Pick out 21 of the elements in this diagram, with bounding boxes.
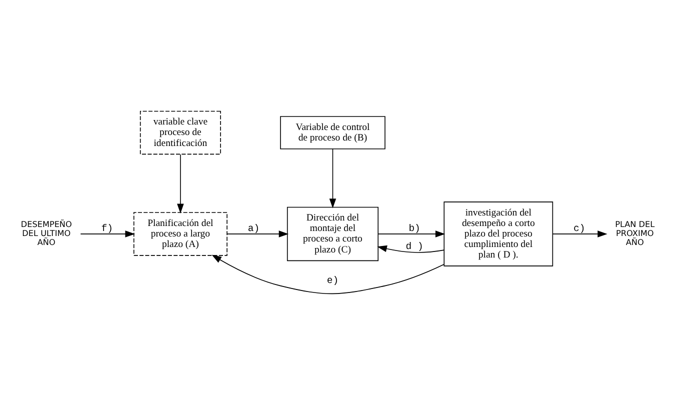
arrow (226, 230, 289, 237)
edge-label: b) (408, 222, 420, 234)
edge-label: e) (326, 274, 339, 286)
edge-label: a) (248, 222, 260, 234)
arrow (552, 230, 608, 237)
node-text: DESEMPEÑO DEL ULTIMO AÑO (20, 218, 72, 246)
arrow (329, 148, 336, 208)
edge-label: c) (574, 222, 586, 234)
arrow (80, 230, 135, 237)
node-box: Variable de control de proceso de (B) (280, 116, 386, 149)
node-box: Planificación del proceso a largo plazo (A) (133, 212, 228, 256)
node-box: Dirección del montaje del proceso a corto plazo (C) (286, 206, 378, 261)
edge-label: d ) (406, 240, 424, 252)
edge-label: f) (101, 222, 113, 234)
node-box: variable clave proceso de identificación (140, 110, 221, 154)
node-text: PLAN DEL PROXIMO AÑO (615, 218, 655, 246)
arrow (212, 254, 444, 294)
arrow (378, 230, 446, 237)
arrow (377, 244, 444, 252)
arrow (177, 154, 184, 213)
node-box: investigación del desempeño a corto plazo del proceso cumplimiento del plan ( D ). (444, 201, 554, 266)
